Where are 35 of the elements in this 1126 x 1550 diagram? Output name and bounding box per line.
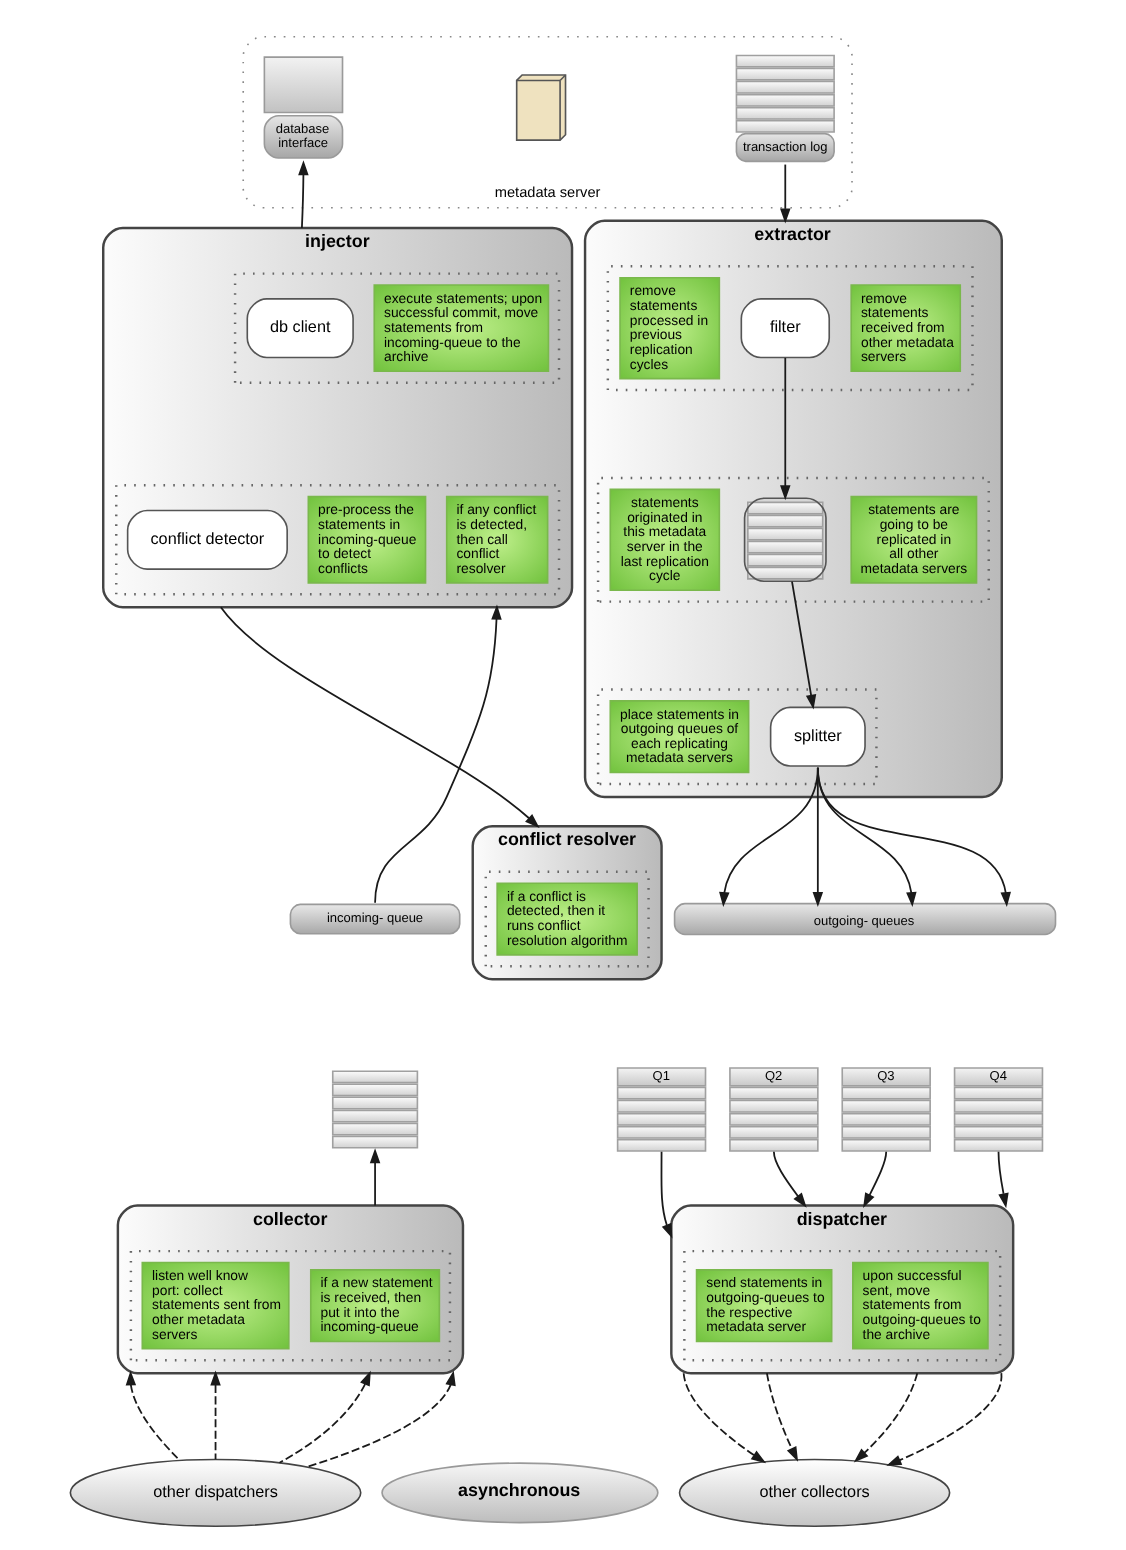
- arrow: [863, 1150, 888, 1208]
- cluster: [606, 265, 974, 392]
- node-ellipse: other dispatchers: [69, 1458, 362, 1528]
- cluster: [484, 870, 650, 968]
- arrow: [278, 1370, 371, 1464]
- arrow: [369, 1148, 381, 1207]
- arrow: [997, 1150, 1009, 1209]
- node-box: db client: [246, 298, 354, 359]
- cluster: [233, 272, 561, 384]
- arrow: [210, 1370, 221, 1461]
- arrow: [125, 1370, 181, 1462]
- cluster: [596, 476, 990, 603]
- arrow: [660, 1150, 673, 1239]
- cluster: [683, 1249, 1002, 1362]
- arrow: [219, 606, 540, 829]
- cluster: [596, 688, 878, 786]
- node-box: splitter: [769, 706, 866, 767]
- arrow: [773, 1150, 807, 1208]
- arrow: [306, 1370, 456, 1468]
- arrow: [853, 1372, 919, 1463]
- node-ellipse: asynchronous: [381, 1462, 659, 1524]
- node-ellipse: other collectors: [678, 1458, 951, 1528]
- node-box: filter: [740, 298, 831, 359]
- arrow: [816, 766, 1011, 908]
- arrow: [780, 163, 791, 224]
- node-box: conflict detector: [126, 509, 288, 570]
- cluster: [129, 1249, 452, 1362]
- arrow: [374, 604, 502, 904]
- arrow: [791, 580, 817, 710]
- arrow: [886, 1372, 1003, 1466]
- cluster: [115, 484, 561, 596]
- arrow: [298, 160, 309, 229]
- arrow: [766, 1372, 799, 1462]
- arrow: [780, 357, 791, 501]
- arrow: [682, 1372, 767, 1464]
